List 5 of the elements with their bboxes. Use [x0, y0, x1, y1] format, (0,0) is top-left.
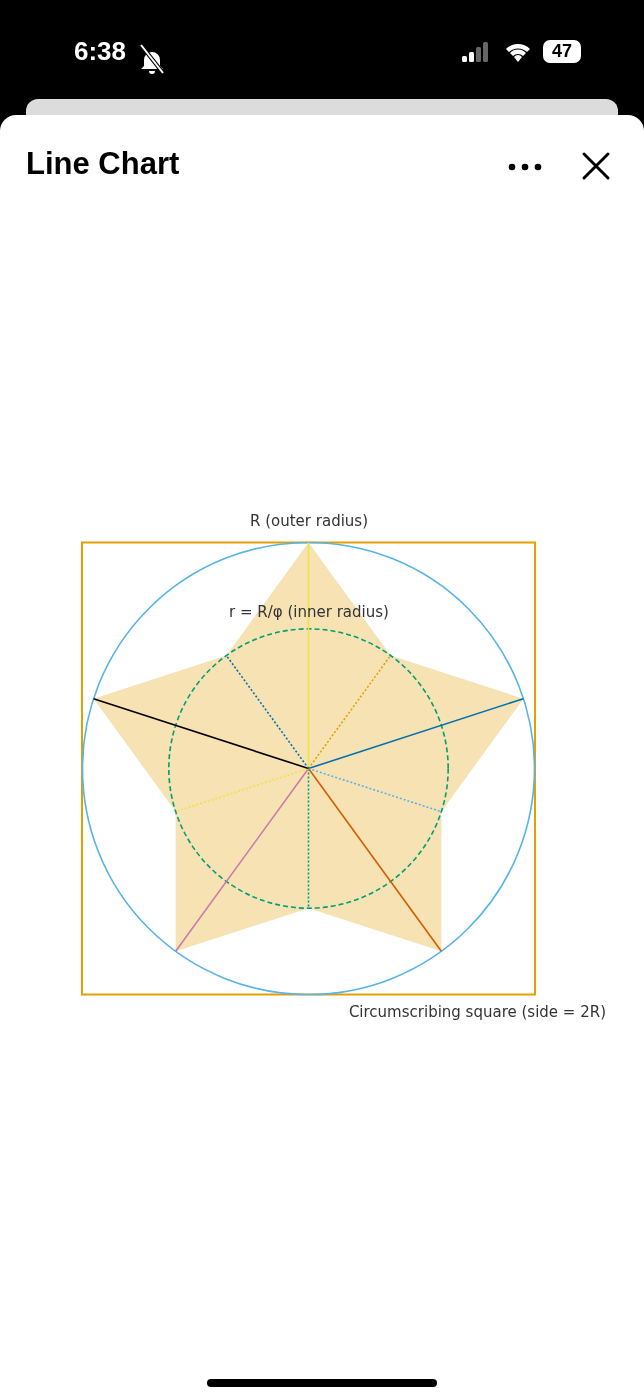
square-side-label: Circumscribing square (side = 2R) — [348, 1003, 606, 1021]
sheet-title: Line Chart — [26, 146, 180, 182]
status-time: 6:38 — [74, 36, 127, 67]
battery-icon: 47 — [543, 40, 581, 63]
outer-radius-label: R (outer radius) — [250, 512, 368, 530]
